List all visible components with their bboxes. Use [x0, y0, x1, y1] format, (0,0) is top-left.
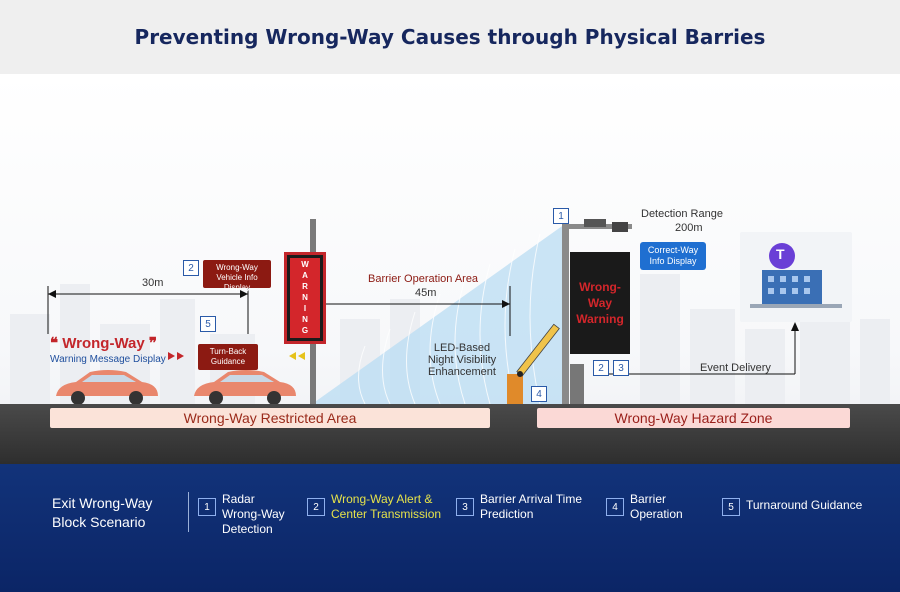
- barrier-pivot: [517, 371, 523, 377]
- step-3: 3 Barrier Arrival Time Prediction: [456, 492, 596, 522]
- red-arrow-2: [177, 352, 184, 360]
- badge-5: 5: [200, 316, 216, 332]
- step-1-text: Radar Wrong-Way Detection: [222, 492, 285, 536]
- step-2-number: 2: [307, 498, 325, 516]
- correct-way-display: Correct-Way Info Display: [640, 242, 706, 270]
- barrier-area-label: Barrier Operation Area: [368, 273, 479, 285]
- badge-4: 4: [531, 386, 547, 402]
- badge-2: 2: [183, 260, 199, 276]
- zone-hazard: Wrong-Way Hazard Zone: [537, 408, 850, 428]
- step-4-number: 4: [606, 498, 624, 516]
- event-arrow-head: [791, 322, 799, 331]
- red-arrow-1: [168, 352, 175, 360]
- diagram-scene: T 30m Barrier Operation Area 45m Detecti…: [0, 74, 900, 464]
- car-right: [194, 370, 296, 405]
- barrier-area-dist: 45m: [415, 287, 437, 299]
- led-visibility-label: LED-Based Night Visibility Enhancement: [427, 342, 497, 378]
- step-4: 4 Barrier Operation: [606, 492, 706, 522]
- page-title: Preventing Wrong-Way Causes through Phys…: [134, 25, 766, 49]
- vehicle-info-display: Wrong-Way Vehicle Info Display: [203, 260, 271, 292]
- step-2-text: Wrong-Way Alert & Center Transmission: [331, 492, 442, 521]
- wrong-way-warning-sign: Wrong-Way Warning: [570, 252, 630, 354]
- step-5-number: 5: [722, 498, 740, 516]
- badge-1: 1: [553, 208, 569, 224]
- wrong-way-quote: ❝ Wrong-Way ❞: [50, 334, 157, 352]
- step-3-number: 3: [456, 498, 474, 516]
- step-1-number: 1: [198, 498, 216, 516]
- car-left: [56, 370, 158, 405]
- step-5-text: Turnaround Guidance: [746, 498, 863, 512]
- yellow-arrow-1: [289, 352, 296, 360]
- close-quote-icon: ❞: [144, 335, 157, 352]
- step-3-text: Barrier Arrival Time Prediction: [480, 492, 583, 521]
- center-badge: T: [776, 246, 785, 262]
- building-icon: [750, 243, 842, 308]
- control-center: T: [740, 232, 852, 322]
- wrong-way-warning-text: Wrong-Way Warning: [576, 280, 624, 326]
- turn-back-guidance: Turn-Back Guidance: [198, 344, 258, 370]
- event-delivery-label: Event Delivery: [700, 362, 771, 374]
- badge-2-sign: 2: [593, 360, 609, 376]
- scenario-divider: [188, 492, 189, 532]
- zone-restricted: Wrong-Way Restricted Area: [50, 408, 490, 428]
- warning-sign: WARNING: [284, 252, 326, 344]
- detection-dist: 200m: [675, 222, 703, 234]
- badge-3: 3: [613, 360, 629, 376]
- scenario-title-text: Exit Wrong-Way Block Scenario: [52, 495, 153, 530]
- radar-pole: [562, 224, 569, 409]
- step-4-text: Barrier Operation: [630, 492, 683, 521]
- title-bar: Preventing Wrong-Way Causes through Phys…: [0, 0, 900, 74]
- scenario-bar: [0, 464, 900, 592]
- dist-30m: 30m: [142, 277, 164, 289]
- step-5: 5 Turnaround Guidance: [722, 492, 872, 516]
- step-2: 2 Wrong-Way Alert & Center Transmission: [307, 492, 447, 522]
- yellow-arrow-2: [298, 352, 305, 360]
- open-quote-icon: ❝: [50, 335, 63, 352]
- warning-message-display: Warning Message Display: [50, 354, 166, 365]
- warning-sign-text: WARNING: [290, 258, 320, 338]
- radar-camera: [584, 219, 606, 227]
- step-1: 1 Radar Wrong-Way Detection: [198, 492, 298, 537]
- detection-range: Detection Range: [641, 208, 723, 220]
- scenario-title: Exit Wrong-Way Block Scenario: [52, 494, 182, 532]
- wrong-way-quote-text: Wrong-Way: [62, 335, 145, 352]
- radar-beam: [312, 224, 565, 404]
